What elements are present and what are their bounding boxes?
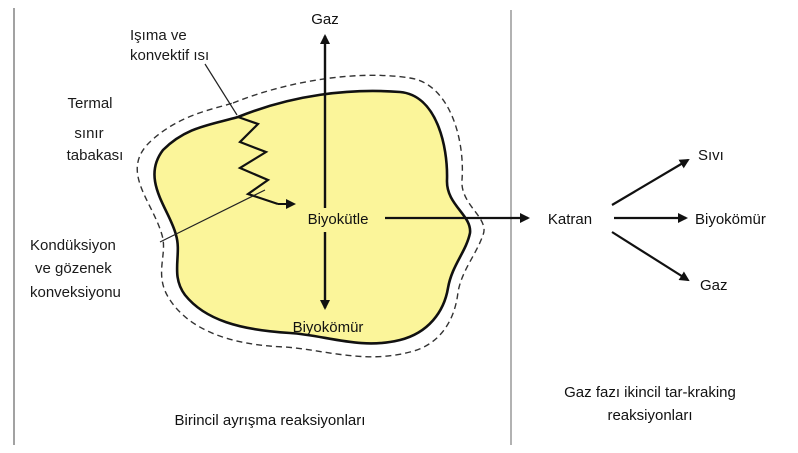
- secondary-gas-label: Gaz: [700, 277, 728, 294]
- radiation-leader-line: [205, 64, 237, 115]
- conduction-label-line3: konveksiyonu: [30, 284, 121, 301]
- conduction-label-line2: ve gözenek: [35, 260, 112, 277]
- tar-label: Katran: [548, 211, 592, 228]
- biomass-label: Biyokütle: [308, 211, 369, 228]
- gas-label: Gaz: [311, 11, 339, 28]
- thermal-layer-label-line2: sınır: [74, 125, 103, 142]
- conduction-label-line1: Kondüksiyon: [30, 237, 116, 254]
- radiation-label-line2: konvektif ısı: [130, 47, 209, 64]
- thermal-layer-label-line3: tabakası: [67, 147, 124, 164]
- secondary-gas-arrow: [612, 232, 688, 280]
- secondary-char-label: Biyokömür: [695, 211, 766, 228]
- secondary-caption-line1: Gaz fazı ikincil tar-kraking: [564, 384, 736, 401]
- secondary-caption-line2: reaksiyonları: [607, 407, 692, 424]
- liquid-arrow: [612, 160, 688, 205]
- radiation-label-line1: Işıma ve: [130, 27, 187, 44]
- liquid-label: Sıvı: [698, 147, 724, 164]
- char-label: Biyokömür: [293, 319, 364, 336]
- thermal-layer-label-line1: Termal: [67, 95, 112, 112]
- primary-caption: Birincil ayrışma reaksiyonları: [175, 412, 366, 429]
